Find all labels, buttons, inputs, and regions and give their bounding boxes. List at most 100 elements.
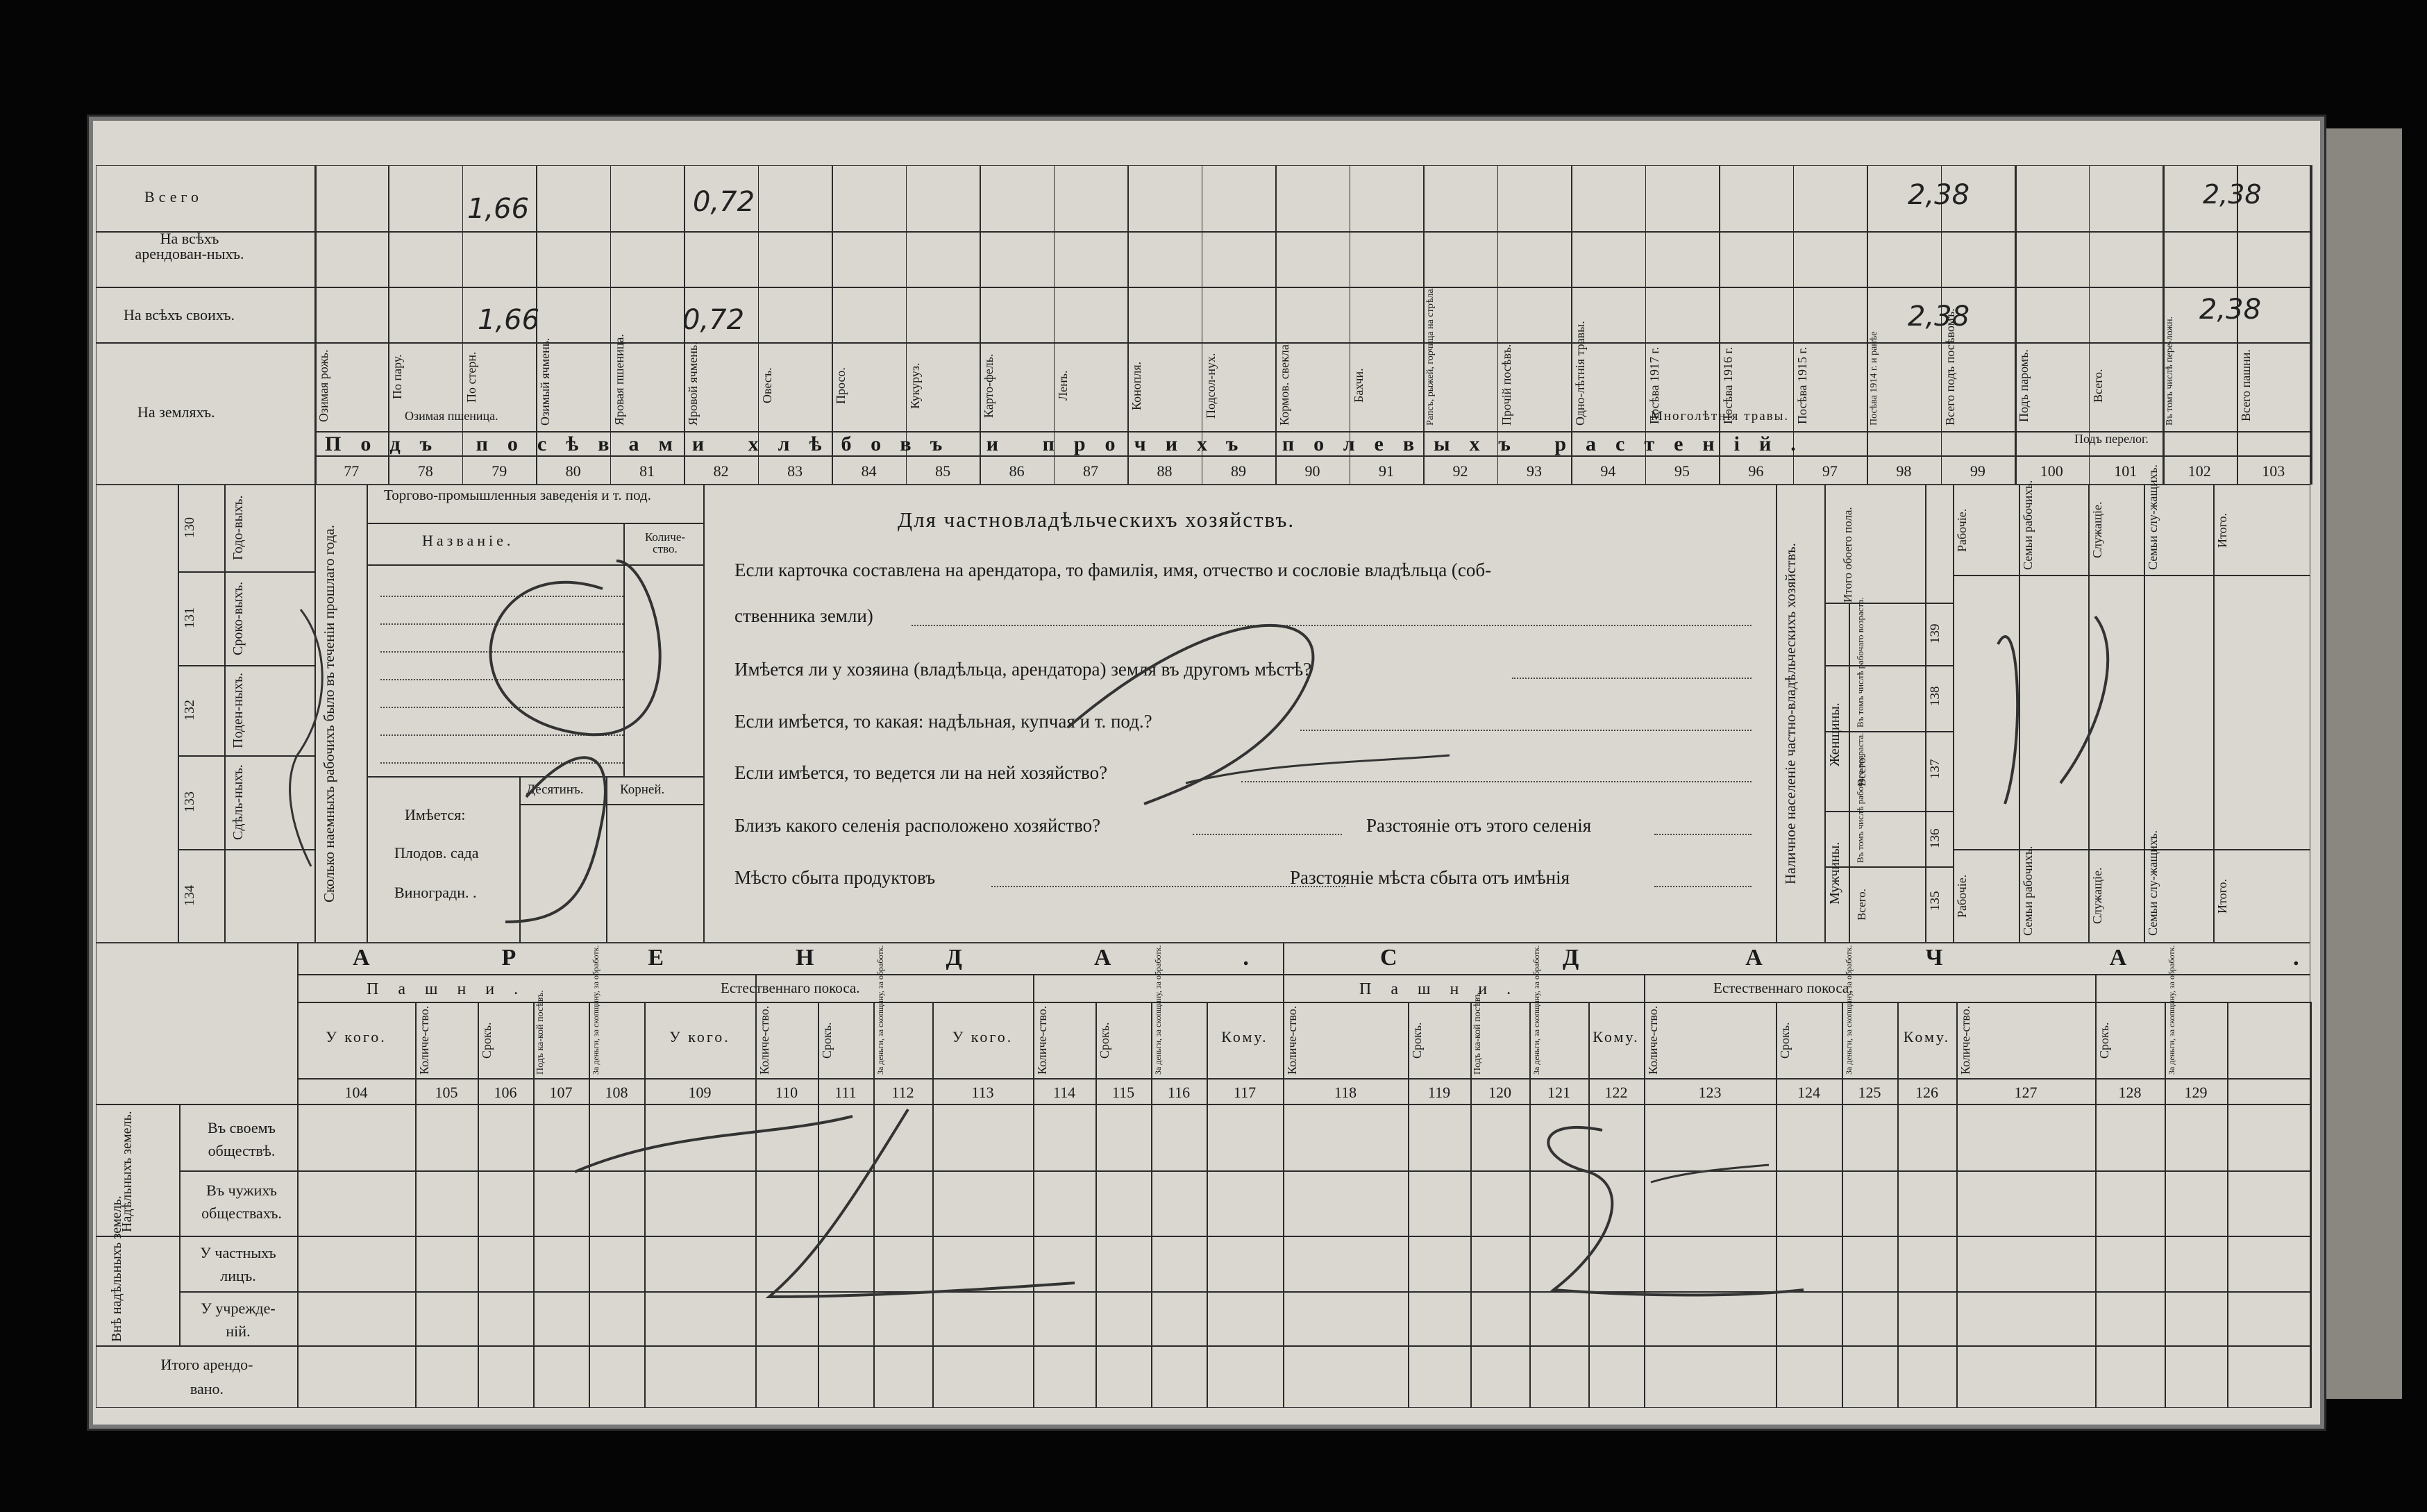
arenda-pashni: Пашни. [367, 980, 538, 998]
handwritten-strokes [289, 560, 2110, 1299]
row-label-svoih: На всѣхъ своихъ. [124, 306, 235, 324]
crop-col-number: 98 [1896, 462, 1912, 480]
row-itogo: Итого арендо-вано. [160, 1356, 253, 1398]
question-1: Если карточка составлена на арендатора, … [734, 560, 1492, 580]
crop-col-number: 88 [1157, 462, 1173, 480]
lease-col-number: 120 [1488, 1084, 1511, 1101]
crop-col-number: 97 [1822, 462, 1838, 480]
middle-table [96, 485, 2310, 943]
group-mnogolet: Многолѣтнія травы. [1651, 409, 1790, 423]
question-1b: ственника земли) [734, 605, 873, 626]
answer-2-line[interactable] [1512, 678, 1752, 679]
hw-svoih-total: 2,38 [1908, 301, 1970, 333]
answer-5-line[interactable] [1193, 834, 1342, 835]
sdacha-pashni: Пашни. [1359, 980, 1531, 998]
vineyard-label: Виноградн. . [394, 884, 477, 901]
answer-5b-line[interactable] [1654, 834, 1752, 835]
lease-col-header: Кому. [1221, 1028, 1268, 1045]
lease-col-number: 123 [1698, 1084, 1722, 1101]
crop-col-number: 77 [344, 462, 360, 480]
lease-col-number: 115 [1111, 1084, 1135, 1101]
lease-col-number: 104 [344, 1084, 368, 1101]
crop-col-number: 103 [2262, 462, 2285, 480]
hw-svoih-plough: 2,38 [2199, 294, 2262, 326]
crop-col-number: 100 [2040, 462, 2063, 480]
row-svoem: Въ своемъ обществѣ. [208, 1119, 276, 1159]
arenda-heading: АРЕНДА. [353, 945, 1381, 971]
crop-col-number: 78 [417, 462, 433, 480]
crop-col-number: 79 [492, 462, 507, 480]
lease-col-number: 124 [1797, 1084, 1820, 1101]
hw-svoih-barley: 0,72 [682, 304, 745, 336]
lease-col-number: 121 [1547, 1084, 1570, 1101]
lease-col-number: 118 [1334, 1084, 1357, 1101]
lease-col-number: 116 [1167, 1084, 1191, 1101]
answer-6-line[interactable] [991, 886, 1345, 887]
lease-col-number: 108 [605, 1084, 628, 1101]
crop-col-number: 84 [861, 462, 877, 480]
lease-col-number: 109 [688, 1084, 712, 1101]
lease-col-number: 114 [1052, 1084, 1076, 1101]
crop-col-number: 102 [2187, 462, 2211, 480]
hw-svoih-rye: 1,66 [478, 304, 540, 336]
row-label-zemli: На земляхъ. [137, 403, 215, 421]
hw-vsego-rye: 1,66 [467, 193, 530, 225]
answer-6b-line[interactable] [1654, 886, 1752, 887]
lease-col-number: 128 [2118, 1084, 2142, 1101]
orchard-label: Плодов. сада [394, 844, 479, 862]
crop-col-number: 93 [1526, 462, 1542, 480]
answer-1-line[interactable] [912, 625, 1752, 626]
crop-col-number: 94 [1600, 462, 1616, 480]
lease-col-number: 106 [494, 1084, 517, 1101]
row-label-vsego: Всего [144, 188, 203, 205]
crop-col-number: 91 [1378, 462, 1394, 480]
question-5b: Разстояніе отъ этого селенія [1366, 815, 1592, 836]
lease-col-number: 105 [435, 1084, 458, 1101]
lease-col-number: 113 [971, 1084, 994, 1101]
group-perelog: Подъ перелог. [2074, 432, 2149, 446]
lease-col-header: Кому. [1593, 1028, 1640, 1045]
crop-col-number: 89 [1231, 462, 1246, 480]
crop-col-number: 101 [2114, 462, 2138, 480]
lease-col-number: 111 [834, 1084, 857, 1101]
hw-vsego-total: 2,38 [1908, 179, 1970, 211]
has-label: Имѣется: [405, 806, 466, 823]
lease-col-number: 129 [2184, 1084, 2208, 1101]
lease-col-header: У кого. [952, 1028, 1014, 1045]
row-chastnyh: У частныхъ лицъ. [200, 1244, 276, 1284]
question-2: Имѣется ли у хозяина (владѣльца, арендат… [734, 659, 1312, 680]
lease-col-number: 122 [1604, 1084, 1628, 1101]
answer-3-line[interactable] [1300, 730, 1752, 731]
top-table [96, 165, 2310, 485]
private-title: Для частновладѣльческихъ хозяйствъ. [898, 507, 1295, 532]
hw-vsego-barley: 0,72 [693, 186, 755, 218]
desyatin-header: Десятинъ. [526, 782, 584, 797]
lease-col-number: 110 [775, 1084, 798, 1101]
hw-vsego-plough: 2,38 [2203, 179, 2262, 210]
crops-heading: Подъ посѣвами хлѣбовъ и прочихъ полевыхъ… [325, 432, 1815, 455]
crop-col-number: 83 [787, 462, 803, 480]
lease-col-header: У кого. [669, 1028, 730, 1045]
lease-col-number: 107 [549, 1084, 573, 1101]
crop-col-number: 99 [1970, 462, 1985, 480]
lease-col-number: 127 [2014, 1084, 2038, 1101]
crop-col-number: 87 [1083, 462, 1099, 480]
crop-col-number: 80 [565, 462, 581, 480]
row-label-arend: На всѣхъ арендован-ныхъ. [135, 230, 244, 262]
answer-4-line[interactable] [1241, 781, 1752, 782]
trade-name-header: Названіе. [422, 532, 514, 549]
crop-col-number: 92 [1452, 462, 1468, 480]
question-6: Мѣсто сбыта продуктовъ [734, 867, 936, 888]
sdacha-heading: СДАЧА. [1380, 945, 2427, 971]
group-ozimaya: Озимая пшеница. [405, 409, 498, 423]
lease-col-header: Кому. [1903, 1028, 1951, 1045]
crop-col-number: 82 [713, 462, 729, 480]
lease-col-number: 112 [891, 1084, 914, 1101]
sdacha-pokos: Естественнаго покоса. [1713, 980, 1853, 996]
question-4: Если имѣется, то ведется ли на ней хозяй… [734, 762, 1108, 783]
census-card: Всего На всѣхъ арендован-ныхъ. На всѣхъ … [87, 115, 2326, 1431]
crop-col-number: 90 [1304, 462, 1320, 480]
lease-col-header: У кого. [326, 1028, 387, 1045]
trade-title: Торгово-промышленныя заведенія и т. под. [384, 487, 651, 503]
row-uchrezh: У учрежде-ній. [201, 1300, 276, 1340]
